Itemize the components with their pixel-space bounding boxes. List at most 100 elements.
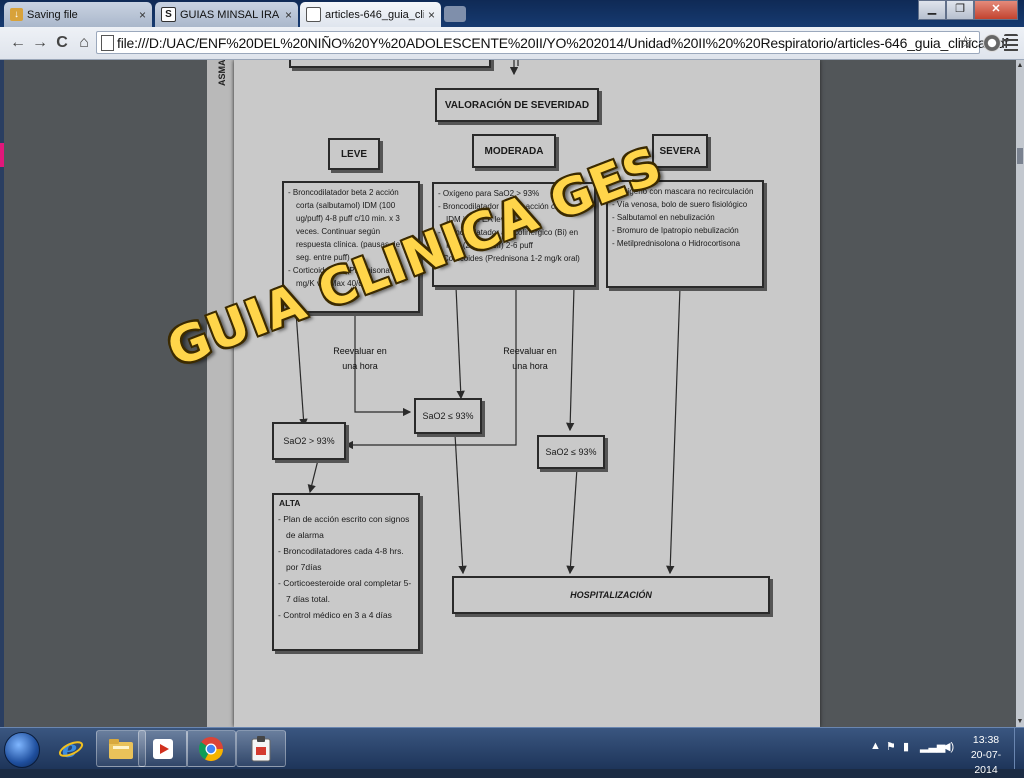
clock-time: 13:38 [972, 734, 1000, 746]
accent-bar [0, 143, 5, 167]
mild-treatment-box: Broncodilatador beta 2 acción corta (sal… [282, 181, 420, 313]
media-player-icon[interactable] [138, 730, 188, 767]
arrow [566, 286, 575, 432]
list-item: Vía venosa, bolo de suero fisiológico [612, 198, 758, 211]
tab-saving-file[interactable]: ↓ Saving file × [4, 2, 152, 27]
list-item: Corticoide oral (Prednisona 1-2 mg/K vo.… [288, 264, 414, 290]
moderate-treatment-box: Oxígeno para SaO2 > 93% Broncodilatador … [432, 182, 596, 287]
close-window-button[interactable]: ✕ [974, 0, 1018, 20]
sao2-low-right-box: SaO2 ≤ 93% [537, 435, 605, 469]
menu-icon[interactable] [1004, 34, 1018, 52]
note-line: una hora [512, 361, 548, 371]
tab-close-icon[interactable]: × [427, 7, 435, 22]
page-icon [101, 35, 114, 51]
severe-treatment-box: Oxígeno con mascara no recirculación Vía… [606, 180, 764, 288]
list-item: Control médico en 3 a 4 días [278, 607, 414, 623]
address-url: file:///D:/UAC/ENF%20DEL%20NIÑO%20Y%20AD… [117, 35, 1009, 51]
maximize-button[interactable]: ❐ [946, 0, 974, 20]
reload-button[interactable]: C [56, 34, 68, 51]
system-clock[interactable]: 13:38 20-07-2014 [962, 733, 1010, 778]
list-item: Corticoides (Prednisona 1-2 mg/k oral) [438, 252, 590, 265]
reevaluate-note-left: Reevaluar en una hora [330, 344, 390, 374]
discharge-title: ALTA [279, 498, 301, 508]
extension-icon[interactable] [983, 34, 1001, 52]
back-button[interactable]: ← [10, 34, 26, 51]
tab-label: articles-646_guia_clinica.p [325, 8, 424, 21]
level-moderate-box: MODERADA [472, 134, 556, 168]
list-item: Broncodilatadores cada 4-8 hrs. por 7día… [278, 543, 414, 575]
window-controls: ▁ ❐ ✕ [918, 0, 1018, 20]
internet-explorer-icon[interactable]: e [46, 730, 96, 767]
flow-arrows [295, 60, 681, 575]
side-label: ASMA [217, 60, 227, 86]
scrollbar-thumb[interactable] [1017, 148, 1023, 164]
tab-label: Saving file [27, 8, 78, 21]
list-item: Metilprednisolona o Hidrocortisona [612, 237, 758, 250]
arrow [307, 459, 319, 494]
hospitalization-box: HOSPITALIZACIÓN [452, 576, 770, 614]
list-item: Oxígeno con mascara no recirculación [612, 185, 758, 198]
tab-articles-guia-clinica[interactable]: articles-646_guia_clinica.p × [300, 2, 441, 27]
list-item: Oxígeno para SaO2 > 93% [438, 187, 590, 200]
list-item: Salbutamol en nebulización [612, 211, 758, 224]
previous-step-box [289, 60, 491, 68]
severity-assessment-box: VALORACIÓN DE SEVERIDAD [435, 88, 599, 122]
page-icon [306, 7, 321, 22]
browser-toolbar: ← → C ⌂ file:///D:/UAC/ENF%20DEL%20NIÑO%… [0, 27, 1024, 60]
minimize-button[interactable]: ▁ [918, 0, 946, 20]
power-icon[interactable]: ▮ [903, 741, 910, 753]
note-line: una hora [342, 361, 378, 371]
list-item: Broncodilatador beta 2 acción corta en I… [438, 200, 590, 226]
scroll-up-icon[interactable]: ▲ [1016, 62, 1024, 69]
sao2-ok-box: SaO2 > 93% [272, 422, 346, 460]
start-button[interactable] [4, 732, 40, 768]
tab-close-icon[interactable]: × [284, 7, 292, 22]
list-item: Bromuro de Ipatropio nebulización [612, 224, 758, 237]
browser-tab-strip: ↓ Saving file × S GUIAS MINSAL IRA 2013.… [0, 0, 1024, 27]
file-explorer-icon[interactable] [96, 730, 146, 767]
flag-icon[interactable]: ⚑ [886, 741, 896, 753]
address-bar[interactable]: file:///D:/UAC/ENF%20DEL%20NIÑO%20Y%20AD… [96, 31, 1008, 54]
level-mild-box: LEVE [328, 138, 380, 170]
arrow [566, 467, 578, 575]
svg-text:e: e [62, 735, 77, 763]
new-tab-button[interactable] [444, 6, 466, 22]
network-icon[interactable]: ▂▃▅ [920, 741, 946, 753]
tab-guias-minsal[interactable]: S GUIAS MINSAL IRA 2013.p × [155, 2, 298, 27]
bookmark-star-icon[interactable]: ☆ [958, 33, 974, 52]
page-margin [207, 60, 234, 727]
list-item: Broncodilatador anticolinérgico (Bi) en … [438, 226, 590, 252]
arrow [354, 312, 412, 417]
forward-button[interactable]: → [32, 34, 48, 51]
list-item: Corticoesteroide oral completar 5-7 días… [278, 575, 414, 607]
scroll-down-icon[interactable]: ▼ [1016, 718, 1024, 725]
arrow [295, 311, 308, 428]
note-line: Reevaluar en [333, 346, 387, 356]
download-icon: ↓ [10, 8, 23, 21]
tab-label: GUIAS MINSAL IRA 2013.p [180, 8, 281, 21]
arrow [454, 433, 467, 575]
window-edge [0, 60, 4, 727]
chrome-icon[interactable] [186, 730, 236, 767]
windows-taskbar: e ▲ ⚑ ▮ ▂▃▅ ◀) 13:38 20-07-2014 [0, 727, 1024, 776]
discharge-box: ALTA Plan de acción escrito con signos d… [272, 493, 420, 651]
note-line: Reevaluar en [503, 346, 557, 356]
arrow [455, 286, 465, 400]
scribd-icon: S [161, 7, 176, 22]
vertical-scrollbar[interactable]: ▲ ▼ [1016, 60, 1024, 727]
list-item: Broncodilatador beta 2 acción corta (sal… [288, 186, 414, 264]
sao2-low-center-box: SaO2 ≤ 93% [414, 398, 482, 434]
list-item: Plan de acción escrito con signos de ala… [278, 511, 414, 543]
show-hidden-icons[interactable]: ▲ [870, 740, 881, 752]
pdf-viewer[interactable]: ASMA VALORACIÓN DE S [4, 60, 1016, 727]
arrow [344, 287, 517, 450]
paint-icon[interactable] [236, 730, 286, 767]
reevaluate-note-right: Reevaluar en una hora [500, 344, 560, 374]
arrow [666, 286, 681, 575]
home-button[interactable]: ⌂ [79, 34, 89, 51]
volume-icon[interactable]: ◀) [942, 741, 955, 753]
level-severe-box: SEVERA [652, 134, 708, 168]
tab-close-icon[interactable]: × [138, 7, 146, 22]
clock-date: 20-07-2014 [970, 749, 1002, 776]
show-desktop-button[interactable] [1014, 728, 1024, 769]
